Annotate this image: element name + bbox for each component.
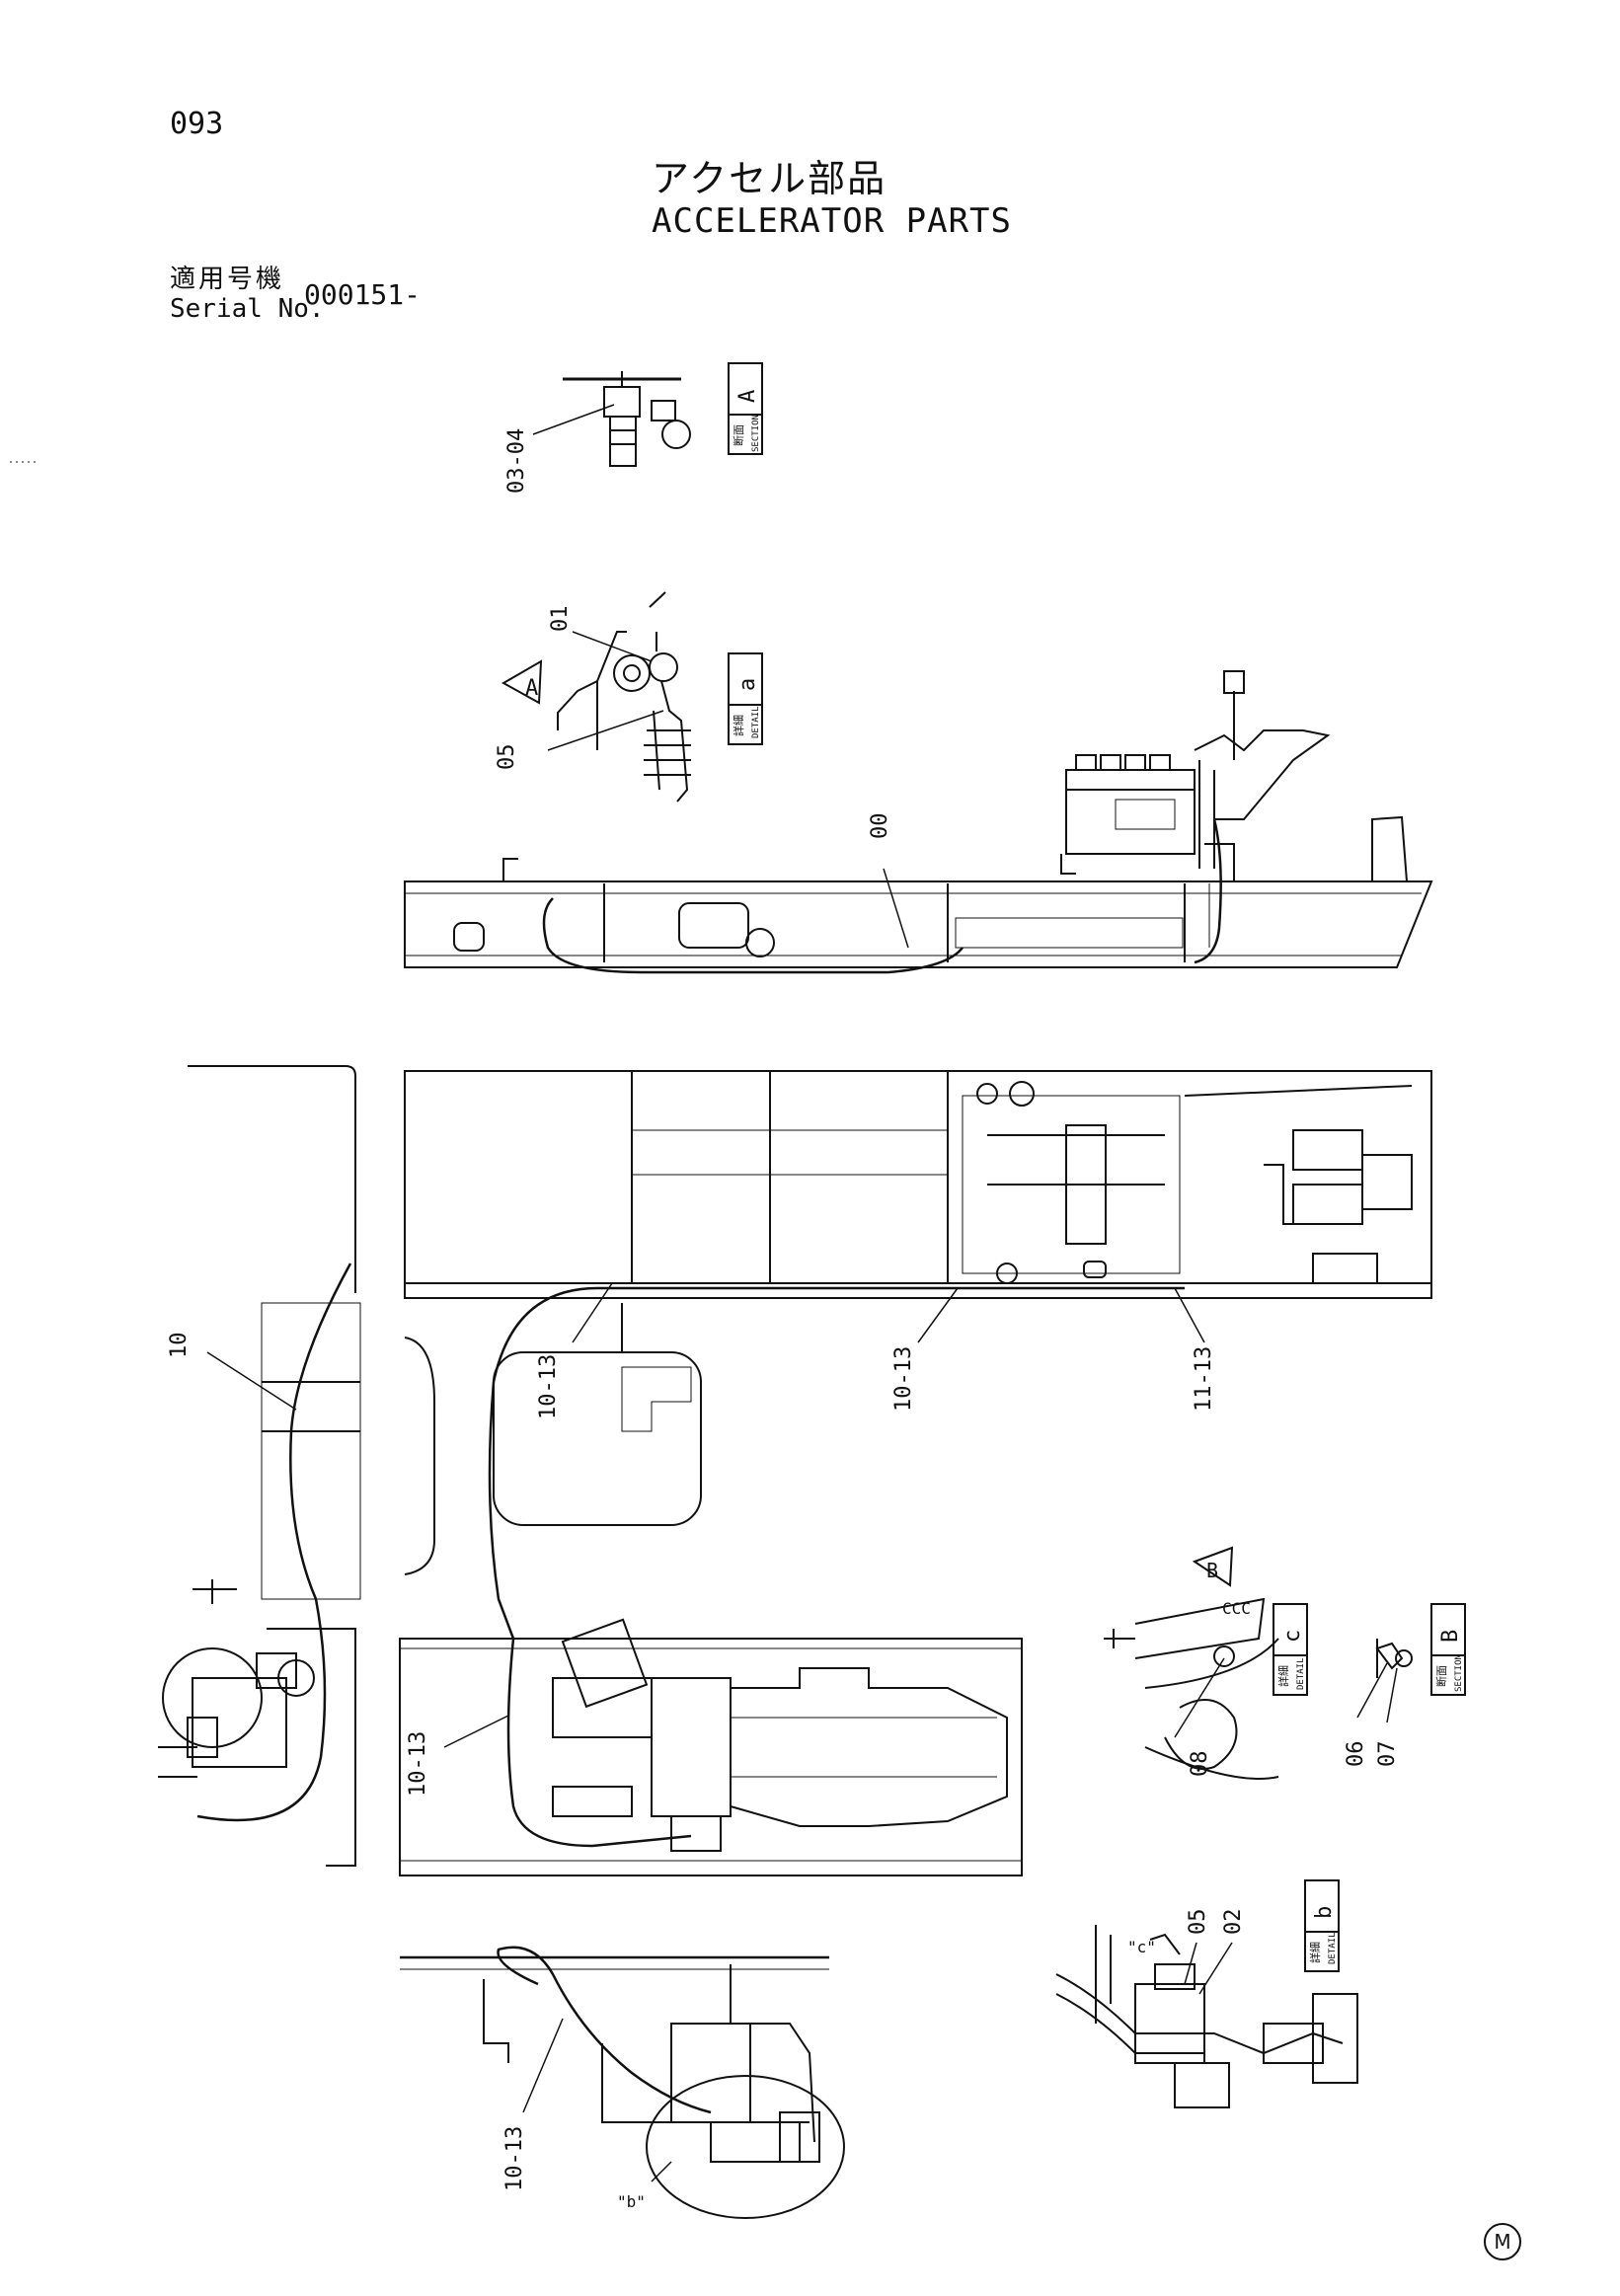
callout-label: 00 — [868, 813, 892, 840]
page-title-japanese: アクセル部品 — [652, 157, 887, 200]
tag-letter: c — [1280, 1630, 1305, 1643]
accelerator-cable — [497, 1946, 712, 2114]
page-number: 093 — [170, 107, 224, 141]
tag-word: DETAIL — [1296, 1657, 1306, 1690]
accelerator-cable — [506, 1638, 692, 1848]
detail-a-view — [547, 591, 691, 803]
view-arrow-a: A — [501, 659, 543, 705]
accelerator-cable — [488, 1286, 598, 1640]
tag-kanji: 詳細 — [1308, 1942, 1322, 1963]
serial-label-japanese: 適用号機 — [170, 265, 285, 294]
section-b-tag: 断面 SECTION B — [1430, 1603, 1466, 1696]
tag-kanji: 詳細 — [732, 715, 745, 736]
plan-view-frame — [404, 1070, 1432, 1299]
callout-label: 03-04 — [504, 428, 529, 494]
tag-letter: a — [735, 678, 760, 691]
detail-c-view: CCC — [1104, 1597, 1279, 1780]
engine-side-view — [399, 1618, 1023, 1876]
detail-b-view: "c" — [1055, 1925, 1358, 2108]
callout-label: 06 — [1344, 1741, 1368, 1768]
accelerator-cable — [542, 897, 964, 974]
tag-letter: B — [1438, 1630, 1463, 1643]
callout-label: 10-13 — [536, 1354, 561, 1419]
tag-kanji: 断面 — [1434, 1665, 1448, 1687]
tag-word: DETAIL — [751, 706, 761, 738]
plan-cutout — [404, 1303, 702, 1575]
marker-text: "c" — [1127, 1938, 1156, 1956]
section-b-view — [1375, 1639, 1413, 1678]
tag-letter: b — [1312, 1906, 1337, 1919]
tag-word: SECTION — [751, 415, 761, 452]
serial-number: 000151- — [304, 278, 422, 311]
callout-label: 10-13 — [502, 2126, 527, 2191]
tag-word: DETAIL — [1328, 1932, 1338, 1964]
callout-label: 05 — [495, 744, 519, 771]
marker-text: "b" — [617, 2192, 646, 2211]
callout-label: 10-13 — [891, 1346, 916, 1412]
callout-label: 11-13 — [1192, 1346, 1216, 1412]
tag-kanji: 詳細 — [1276, 1665, 1290, 1687]
section-a-view — [532, 371, 691, 467]
accelerator-cable — [1194, 818, 1222, 964]
page-title: ACCELERATOR PARTS — [652, 201, 1012, 241]
tag-kanji: 断面 — [732, 424, 745, 446]
section-a-tag: 断面 SECTION A — [728, 362, 763, 455]
detail-b-tag: 詳細 DETAIL b — [1304, 1879, 1340, 1972]
tag-word: SECTION — [1454, 1654, 1464, 1692]
detail-c-tag: 詳細 DETAIL c — [1273, 1603, 1308, 1696]
callout-label: 10 — [167, 1333, 192, 1359]
view-arrow-b: B — [1192, 1546, 1234, 1587]
callout-label: 10-13 — [406, 1731, 430, 1797]
bottom-side-view — [400, 1955, 845, 2219]
arrow-letter: B — [1206, 1559, 1218, 1582]
detail-a-tag: 詳細 DETAIL a — [728, 652, 763, 745]
accelerator-cable — [196, 1263, 352, 1822]
arrow-letter: A — [525, 676, 538, 701]
callout-label: 02 — [1221, 1909, 1246, 1936]
serial-label: Serial No. — [170, 294, 325, 324]
callout-label: 08 — [1188, 1751, 1212, 1778]
trademark-mark: M — [1484, 2223, 1521, 2260]
callout-label: 05 — [1186, 1909, 1210, 1936]
tag-letter: A — [735, 390, 760, 403]
callout-label: 01 — [548, 606, 573, 633]
left-side-view — [158, 1065, 361, 1867]
callout-label: 07 — [1375, 1741, 1400, 1768]
marker-text: CCC — [1222, 1599, 1251, 1618]
